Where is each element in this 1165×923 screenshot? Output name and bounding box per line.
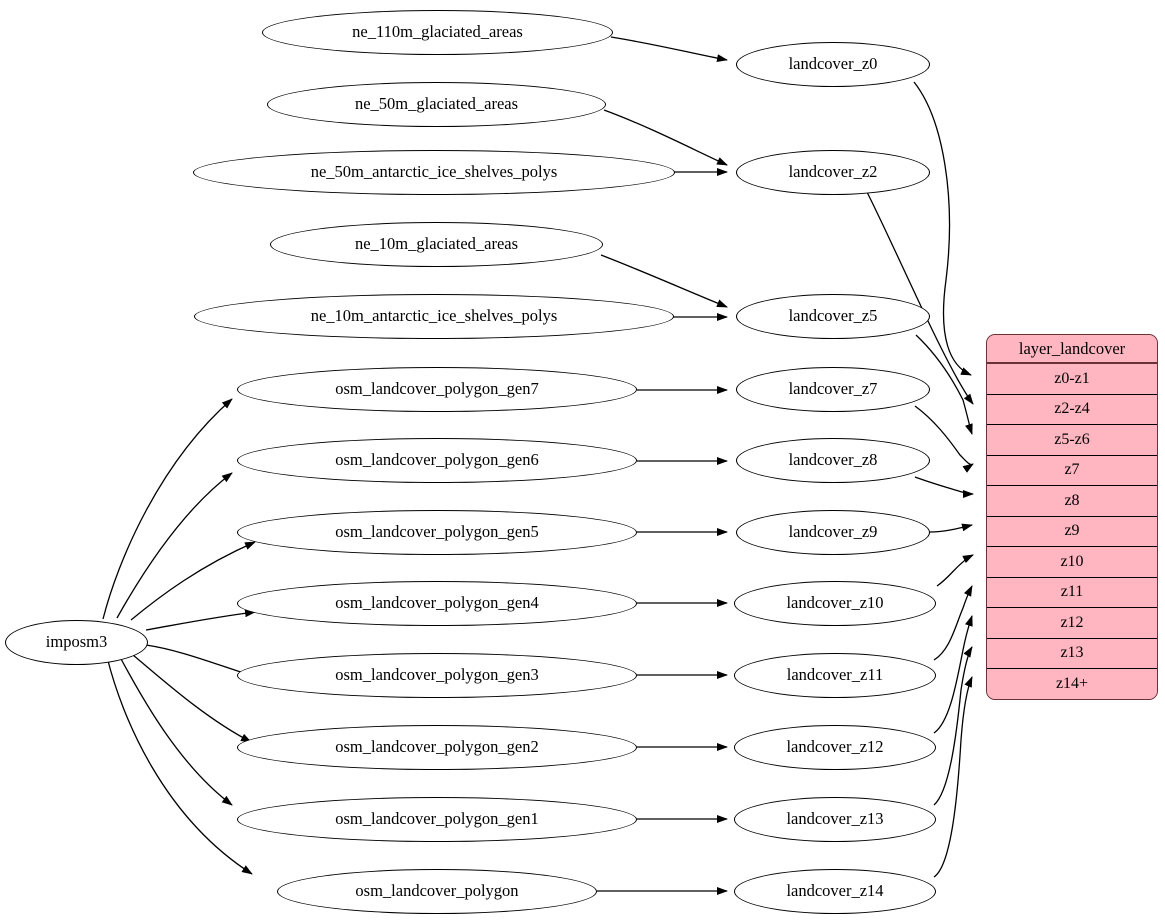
node-label: landcover_z14 xyxy=(786,881,884,901)
node-label: landcover_z5 xyxy=(788,306,878,326)
node-label: osm_landcover_polygon_gen1 xyxy=(335,809,539,829)
node-ne-50m-antarctic-ice-shelves-polys[interactable]: ne_50m_antarctic_ice_shelves_polys xyxy=(193,150,675,195)
table-row-label: z13 xyxy=(1060,644,1084,662)
node-label: landcover_z9 xyxy=(788,522,878,542)
node-ne-110m-glaciated-areas[interactable]: ne_110m_glaciated_areas xyxy=(262,10,613,55)
table-row-label: z12 xyxy=(1060,613,1084,631)
node-label: osm_landcover_polygon_gen3 xyxy=(335,665,539,685)
node-label: ne_10m_antarctic_ice_shelves_polys xyxy=(310,306,558,326)
node-label: imposm3 xyxy=(45,632,108,652)
table-row-z10[interactable]: z10 xyxy=(987,547,1157,578)
node-landcover-z8[interactable]: landcover_z8 xyxy=(736,438,930,483)
node-osm-landcover-polygon-gen5[interactable]: osm_landcover_polygon_gen5 xyxy=(237,510,637,555)
node-label: landcover_z11 xyxy=(786,665,884,685)
table-row-z2-z4[interactable]: z2-z4 xyxy=(987,394,1157,425)
table-row-label: z7 xyxy=(1064,461,1080,479)
node-label: osm_landcover_polygon_gen5 xyxy=(335,522,539,542)
table-row-z14-plus[interactable]: z14+ xyxy=(987,669,1157,699)
node-label: osm_landcover_polygon xyxy=(355,881,519,901)
node-landcover-z11[interactable]: landcover_z11 xyxy=(734,653,936,698)
table-header: layer_landcover xyxy=(987,335,1157,364)
node-label: landcover_z0 xyxy=(788,54,878,74)
table-row-z12[interactable]: z12 xyxy=(987,608,1157,639)
table-row-label: z14+ xyxy=(1055,675,1089,693)
node-landcover-z5[interactable]: landcover_z5 xyxy=(736,294,930,339)
node-label: ne_50m_glaciated_areas xyxy=(354,94,519,114)
node-osm-landcover-polygon-gen2[interactable]: osm_landcover_polygon_gen2 xyxy=(237,725,637,770)
node-osm-landcover-polygon-gen1[interactable]: osm_landcover_polygon_gen1 xyxy=(237,797,637,842)
table-row-z7[interactable]: z7 xyxy=(987,455,1157,486)
node-label: landcover_z8 xyxy=(788,450,878,470)
node-landcover-z12[interactable]: landcover_z12 xyxy=(734,725,936,770)
node-osm-landcover-polygon-gen3[interactable]: osm_landcover_polygon_gen3 xyxy=(237,653,637,698)
node-label: landcover_z13 xyxy=(786,809,884,829)
node-label: ne_50m_antarctic_ice_shelves_polys xyxy=(310,162,558,182)
node-landcover-z0[interactable]: landcover_z0 xyxy=(736,42,930,87)
node-osm-landcover-polygon-gen7[interactable]: osm_landcover_polygon_gen7 xyxy=(237,367,637,412)
node-label: landcover_z12 xyxy=(786,737,884,757)
table-row-label: z9 xyxy=(1064,522,1080,540)
table-row-label: z8 xyxy=(1064,491,1080,509)
node-label: osm_landcover_polygon_gen6 xyxy=(335,450,539,470)
node-ne-10m-glaciated-areas[interactable]: ne_10m_glaciated_areas xyxy=(270,222,603,267)
node-landcover-z13[interactable]: landcover_z13 xyxy=(734,797,936,842)
node-label: osm_landcover_polygon_gen7 xyxy=(335,379,539,399)
node-landcover-z14[interactable]: landcover_z14 xyxy=(734,869,936,914)
node-label: osm_landcover_polygon_gen4 xyxy=(335,593,539,613)
table-row-z5-z6[interactable]: z5-z6 xyxy=(987,425,1157,456)
node-landcover-z9[interactable]: landcover_z9 xyxy=(736,510,930,555)
layer-landcover-table[interactable]: layer_landcover z0-z1 z2-z4 z5-z6 z7 z8 … xyxy=(986,334,1158,700)
node-osm-landcover-polygon-gen4[interactable]: osm_landcover_polygon_gen4 xyxy=(237,581,637,626)
node-imposm3[interactable]: imposm3 xyxy=(5,620,148,665)
table-header-label: layer_landcover xyxy=(1018,338,1126,358)
table-row-label: z2-z4 xyxy=(1054,400,1090,418)
table-row-z11[interactable]: z11 xyxy=(987,577,1157,608)
table-row-label: z0-z1 xyxy=(1054,369,1090,387)
table-row-label: z10 xyxy=(1060,552,1084,570)
table-row-z0-z1[interactable]: z0-z1 xyxy=(987,364,1157,395)
node-label: landcover_z7 xyxy=(788,379,878,399)
node-ne-50m-glaciated-areas[interactable]: ne_50m_glaciated_areas xyxy=(267,82,606,127)
node-landcover-z2[interactable]: landcover_z2 xyxy=(736,150,930,195)
node-landcover-z10[interactable]: landcover_z10 xyxy=(734,581,936,626)
node-label: landcover_z2 xyxy=(788,162,878,182)
table-row-z8[interactable]: z8 xyxy=(987,486,1157,517)
node-label: landcover_z10 xyxy=(786,593,884,613)
table-row-label: z11 xyxy=(1060,583,1084,601)
node-label: ne_10m_glaciated_areas xyxy=(354,234,519,254)
table-row-label: z5-z6 xyxy=(1054,430,1090,448)
node-landcover-z7[interactable]: landcover_z7 xyxy=(736,367,930,412)
table-row-z9[interactable]: z9 xyxy=(987,516,1157,547)
node-label: ne_110m_glaciated_areas xyxy=(352,22,523,42)
node-osm-landcover-polygon[interactable]: osm_landcover_polygon xyxy=(277,869,597,914)
node-ne-10m-antarctic-ice-shelves-polys[interactable]: ne_10m_antarctic_ice_shelves_polys xyxy=(194,294,674,339)
node-osm-landcover-polygon-gen6[interactable]: osm_landcover_polygon_gen6 xyxy=(237,438,637,483)
node-label: osm_landcover_polygon_gen2 xyxy=(335,737,539,757)
table-row-z13[interactable]: z13 xyxy=(987,638,1157,669)
